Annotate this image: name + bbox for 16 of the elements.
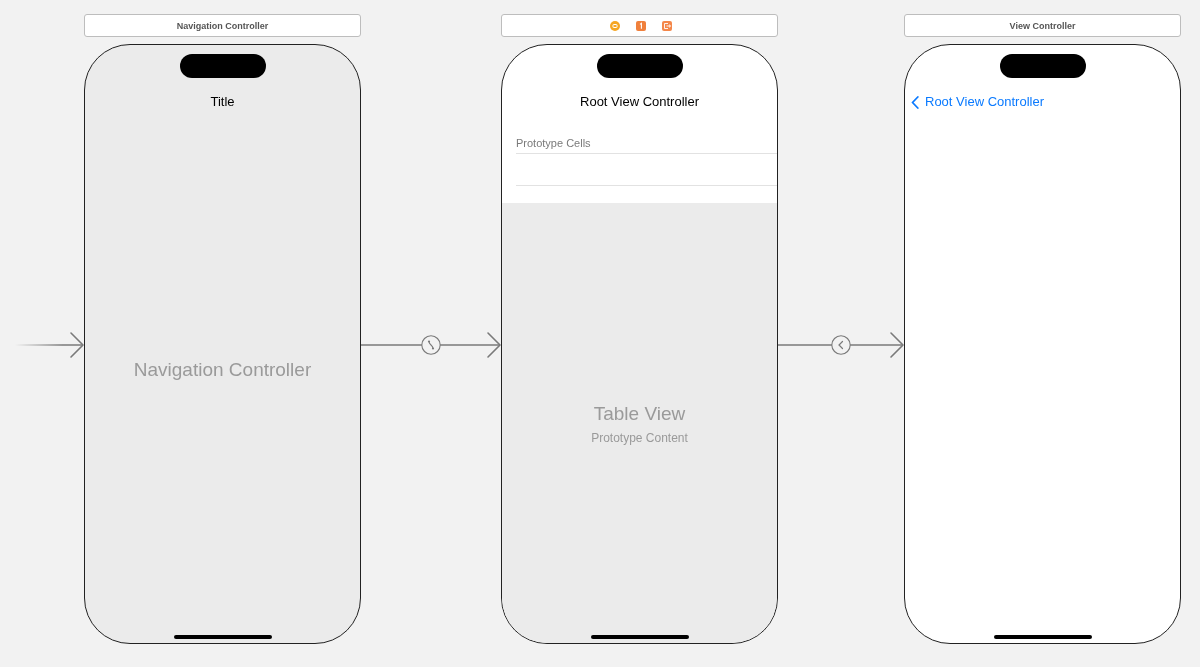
table-view-label: Table View	[593, 402, 686, 425]
phone-screen	[501, 44, 778, 644]
scene-header-bar: Navigation Controller	[84, 14, 361, 37]
table-view-area	[502, 203, 777, 643]
back-link: Root View Controller	[911, 95, 1044, 111]
section-header: Prototype Cells	[516, 137, 591, 151]
phone-screen	[84, 44, 361, 644]
screen-name-label: Navigation Controller	[133, 358, 312, 381]
scene-header-bar: View Controller	[904, 14, 1181, 37]
phone-screen	[904, 44, 1181, 644]
arrow	[360, 332, 501, 358]
navigation-title: Title	[210, 95, 235, 111]
navigation-title: Root View Controller	[580, 95, 699, 111]
arrow	[777, 332, 904, 358]
scene-header-bar	[501, 14, 778, 37]
table-view-sublabel: Prototype Content	[591, 431, 688, 446]
